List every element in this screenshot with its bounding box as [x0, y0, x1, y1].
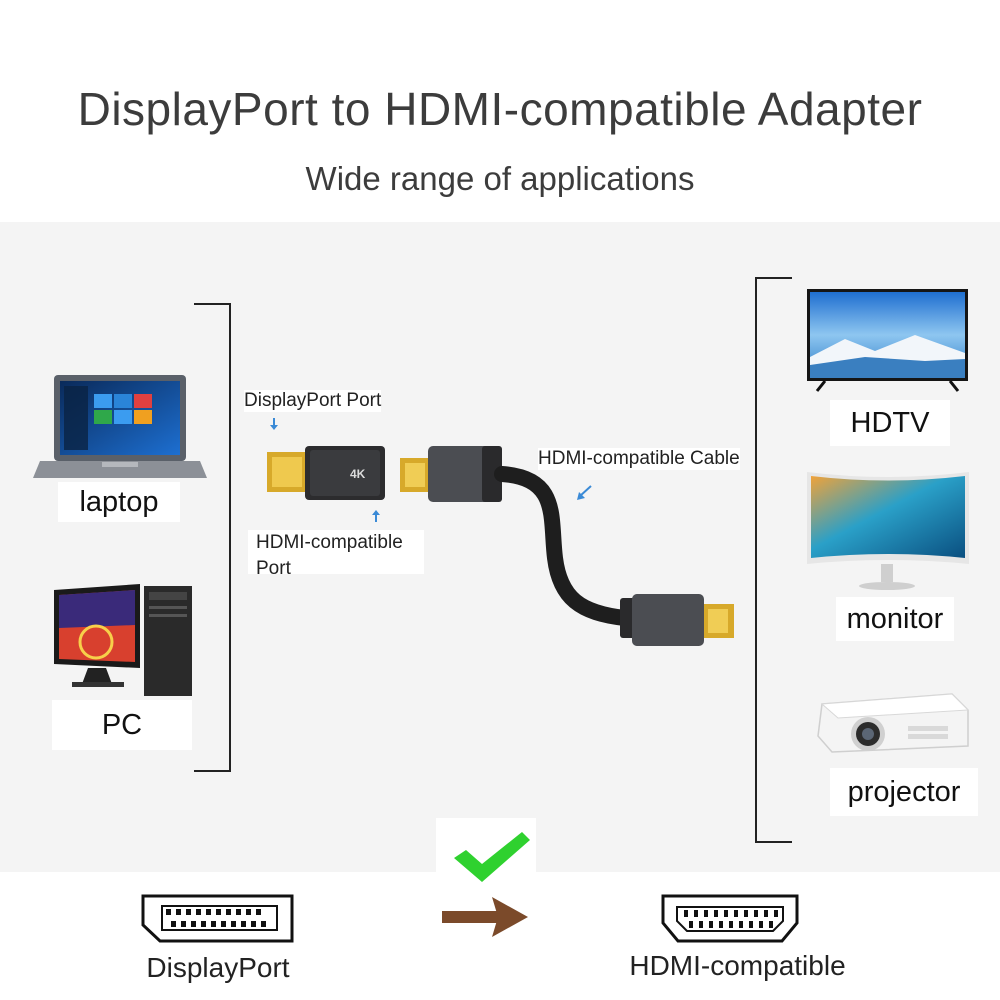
adapter-cable-illustration: 4K	[267, 446, 734, 646]
hdmi-cable-label: HDMI-compatible Cable	[538, 448, 740, 470]
desktop-pc-icon	[54, 584, 192, 696]
page-title: DisplayPort to HDMI-compatible Adapter	[77, 83, 923, 135]
display-label-projector: projector	[830, 768, 978, 816]
laptop-icon	[33, 375, 207, 478]
checkmark-icon	[454, 832, 530, 882]
hdmi-port-label: HDMI-compatible Port	[248, 530, 424, 579]
projector-icon	[817, 693, 970, 753]
displayport-diagram-box	[78, 873, 373, 1000]
source-label-pc: PC	[52, 700, 192, 750]
arrow-up-icon	[372, 510, 380, 522]
adapter-badge: 4K	[350, 467, 366, 481]
hdmi-label: HDMI-compatible	[629, 950, 846, 981]
display-label-monitor: monitor	[836, 597, 954, 641]
right-bracket	[755, 277, 792, 843]
displayport-port-label: DisplayPort Port	[244, 390, 382, 412]
cable-pointer-icon	[577, 485, 592, 500]
source-label-laptop: laptop	[58, 482, 180, 522]
left-bracket	[194, 303, 231, 772]
hdtv-icon	[807, 289, 968, 392]
displayport-label: DisplayPort	[146, 952, 290, 983]
arrow-right-icon	[442, 897, 528, 937]
display-label-hdtv: HDTV	[830, 400, 950, 446]
curved-monitor-icon	[807, 472, 969, 590]
arrow-down-icon	[270, 418, 278, 430]
displayport-connector-icon	[141, 894, 294, 943]
hdmi-diagram-box	[640, 873, 872, 1000]
page-subtitle: Wide range of applications	[305, 160, 695, 197]
hdmi-connector-icon	[661, 894, 799, 943]
